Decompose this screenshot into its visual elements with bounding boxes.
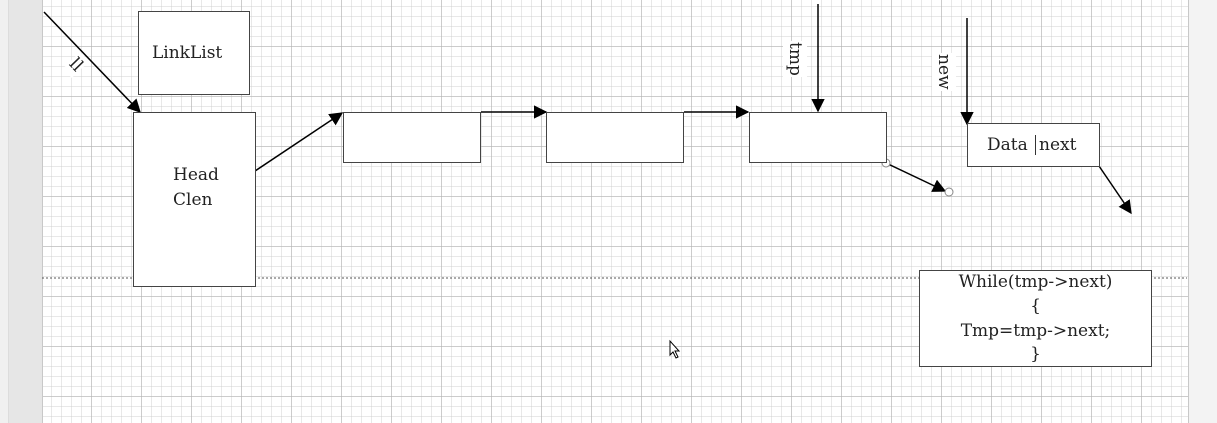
left-scroll-strip: [0, 0, 9, 423]
clen-label: Clen: [173, 190, 213, 210]
linklist-label: LinkList: [152, 43, 223, 63]
ll-pointer-arrow[interactable]: [43, 11, 141, 113]
new-node-data-label: Data: [987, 135, 1028, 155]
right-margin-strip: [1189, 0, 1217, 423]
list-node-1[interactable]: [343, 112, 481, 163]
tmp-pointer-label: tmp: [783, 41, 807, 77]
list-node-2[interactable]: [546, 112, 684, 163]
new-pointer-label: new: [932, 53, 956, 91]
code-line: }: [1030, 344, 1041, 364]
new-node-next-arrow[interactable]: [1098, 165, 1132, 215]
node3-next-arrow-selected[interactable]: [885, 162, 947, 192]
list-node-3[interactable]: [749, 112, 887, 163]
new-node-next-label: next: [1039, 135, 1077, 155]
new-node-divider: [1035, 135, 1036, 155]
connector-end-handle[interactable]: [944, 187, 954, 197]
mouse-cursor-icon: [669, 339, 681, 359]
new-node-box[interactable]: Data next: [967, 123, 1100, 167]
linklist-box[interactable]: LinkList: [138, 11, 250, 95]
code-line: {: [1030, 296, 1041, 316]
code-box[interactable]: While(tmp->next) { Tmp=tmp->next; }: [919, 270, 1152, 367]
head-box[interactable]: Head Clen: [133, 112, 256, 287]
code-line: Tmp=tmp->next;: [960, 321, 1111, 341]
head-label: Head: [173, 165, 219, 185]
code-line: While(tmp->next): [958, 272, 1113, 292]
